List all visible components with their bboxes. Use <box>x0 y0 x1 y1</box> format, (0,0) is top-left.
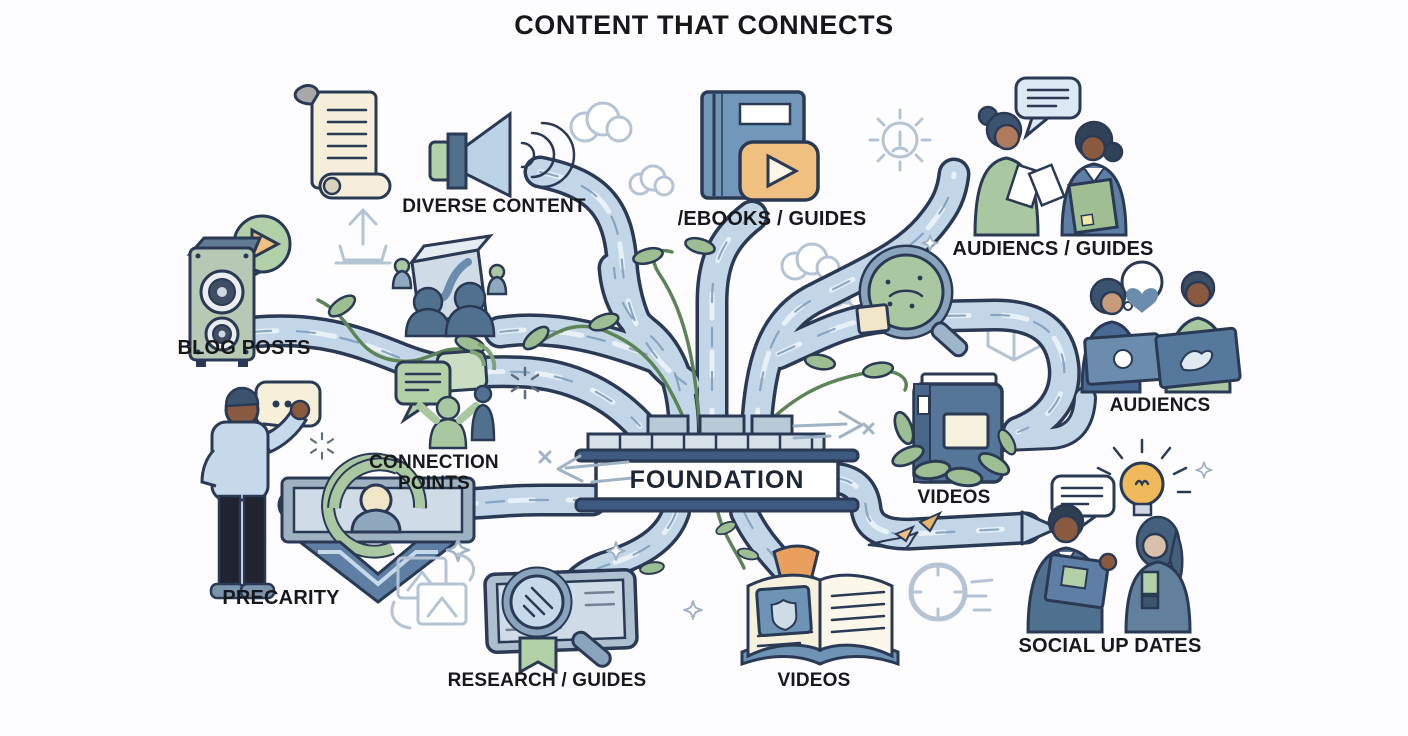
ebook-play-book-icon <box>700 90 820 202</box>
image-swap-icon <box>390 552 475 630</box>
lightbulb-icon <box>1092 438 1192 517</box>
label-connection-points: CONNECTION POINTS <box>369 452 499 495</box>
label-videos-bottom: VIDEOS <box>777 670 851 691</box>
scroll-icon <box>293 84 392 200</box>
label-videos-right: VIDEOS <box>917 487 991 508</box>
foundation-platform <box>574 414 860 513</box>
magnifier-analysis-icon <box>855 244 969 358</box>
page-title: CONTENT THAT CONNECTS <box>514 10 894 40</box>
clock-icon <box>908 562 994 622</box>
upload-icon <box>334 208 392 265</box>
label-audiences-guides: AUDIENCS / GUIDES <box>952 238 1154 260</box>
pipe-network <box>253 172 1085 600</box>
megaphone-icon <box>428 111 576 199</box>
label-precarity: PRECARITY <box>222 587 340 609</box>
research-tablet-icon <box>483 566 639 675</box>
label-diverse-content: DIVERSE CONTENT <box>402 196 586 217</box>
speaker-play-icon <box>186 214 292 367</box>
gear-icon <box>868 108 932 172</box>
label-blog-posts: BLOG POSTS <box>177 337 311 359</box>
precarity-person-figure <box>200 380 322 600</box>
label-foundation: FOUNDATION <box>629 466 805 494</box>
arrow-icon <box>538 410 875 484</box>
label-audiences: AUDIENCS <box>1109 395 1211 416</box>
presentation-check-icon <box>391 233 508 338</box>
audiences-laptop-figures <box>1080 260 1242 394</box>
label-research-guides: RESEARCH / GUIDES <box>447 670 647 691</box>
label-ebooks-guides: /EBOOKS / GUIDES <box>677 208 867 230</box>
quill-icon <box>867 510 943 551</box>
flow-arrow-icon <box>1020 510 1060 546</box>
videos-book-icon <box>888 372 1021 490</box>
label-social-updates: SOCIAL UP DATES <box>1018 635 1202 657</box>
audiences-guides-figures <box>973 76 1128 237</box>
chat-bubbles-icon <box>394 342 497 450</box>
social-updates-figures <box>1026 438 1192 634</box>
open-book-icon <box>740 544 900 667</box>
